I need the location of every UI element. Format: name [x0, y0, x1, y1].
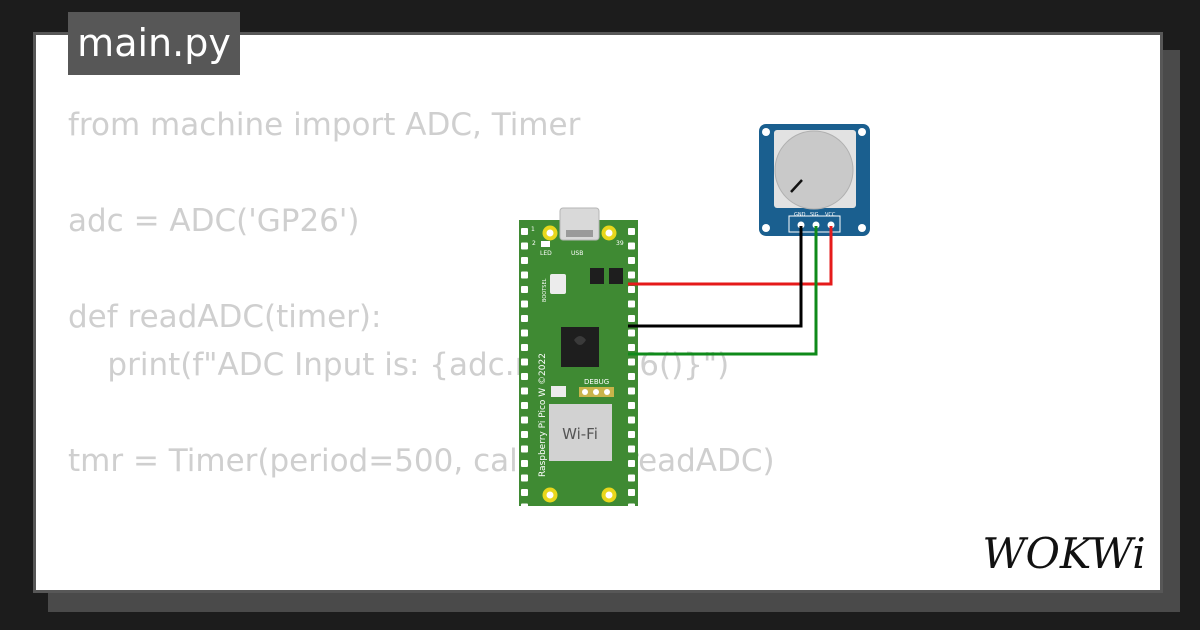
wire-sig-green[interactable]	[628, 226, 818, 356]
pin-right[interactable]	[628, 431, 635, 438]
pin-left[interactable]	[521, 416, 528, 424]
debug-pin	[593, 389, 599, 395]
pin-left[interactable]	[521, 460, 528, 467]
pin-left[interactable]	[521, 329, 528, 337]
vcc-pin	[827, 221, 835, 229]
pin-right[interactable]	[628, 228, 635, 235]
pin-left[interactable]	[521, 489, 528, 496]
pin-left[interactable]	[521, 286, 528, 293]
gnd-label: GND	[794, 212, 806, 218]
pin-left[interactable]	[521, 228, 528, 235]
bootsel-label: BOOTSEL	[542, 278, 548, 302]
pin-left[interactable]	[521, 402, 528, 409]
debug-label: DEBUG	[584, 378, 609, 386]
pin-left[interactable]	[521, 387, 528, 395]
pin-right[interactable]	[628, 300, 635, 308]
pin-left[interactable]	[521, 242, 528, 250]
pin-right[interactable]	[628, 474, 635, 482]
pin-left[interactable]	[521, 300, 528, 308]
flash-chip	[590, 268, 604, 284]
pin-left[interactable]	[521, 257, 528, 264]
pin-left[interactable]	[521, 373, 528, 380]
wire-gnd-black[interactable]	[628, 226, 803, 328]
code-line-5: def readADC(timer):	[68, 299, 382, 335]
board-name-label: Raspberry Pi Pico W ©2022	[538, 353, 548, 477]
pin-left[interactable]	[521, 358, 528, 366]
sig-pin	[812, 221, 820, 229]
wokwi-logo-text: WOKWi	[982, 529, 1145, 576]
knob-pointer	[790, 179, 803, 193]
pin-left[interactable]	[521, 474, 528, 482]
pin-right[interactable]	[628, 460, 635, 467]
led	[541, 241, 550, 247]
pin-right[interactable]	[628, 344, 635, 351]
pin-header-left	[521, 228, 528, 511]
pin-right[interactable]	[628, 271, 635, 279]
code-line-1: from machine import ADC, Timer	[68, 107, 581, 143]
rp2040-chip	[561, 327, 599, 367]
mounting-hole-center	[605, 491, 613, 499]
pin-right[interactable]	[628, 329, 635, 337]
pin-right[interactable]	[628, 489, 635, 496]
pin-right[interactable]	[628, 387, 635, 395]
usb-label: USB	[571, 250, 583, 257]
pot-mount-hole	[858, 224, 866, 232]
pot-mount-hole	[762, 128, 770, 136]
pin-right[interactable]	[628, 257, 635, 264]
pin-left[interactable]	[521, 271, 528, 279]
pin-left[interactable]	[521, 431, 528, 438]
debug-pin	[604, 389, 610, 395]
pin-1-label: 1	[531, 226, 535, 233]
pin-right[interactable]	[628, 358, 635, 366]
pot-mount-hole	[762, 224, 770, 232]
gnd-pin	[797, 221, 805, 229]
usb-port	[566, 230, 593, 237]
pin-39-label: 39	[616, 240, 624, 247]
pin-left[interactable]	[521, 445, 528, 453]
potentiometer-knob[interactable]	[774, 130, 854, 210]
regulator-chip	[609, 268, 623, 284]
raspberry-logo-icon	[574, 336, 586, 345]
wokwi-logo[interactable]: WOKWi	[978, 528, 1150, 576]
pin-left[interactable]	[521, 315, 528, 322]
pin-right[interactable]	[628, 242, 635, 250]
wifi-module	[549, 404, 612, 461]
pin-2-label: 2	[532, 240, 536, 247]
wifi-label: Wi-Fi	[562, 425, 598, 443]
vcc-label: VCC	[825, 212, 836, 218]
pin-right[interactable]	[628, 373, 635, 380]
pin-right[interactable]	[628, 503, 635, 511]
pin-header-right	[628, 228, 635, 511]
pin-right[interactable]	[628, 286, 635, 293]
pin-left[interactable]	[521, 344, 528, 351]
file-tab-main-py[interactable]: main.py	[68, 12, 240, 75]
pin-right[interactable]	[628, 416, 635, 424]
potentiometer[interactable]: GND SIG VCC	[759, 124, 870, 236]
pin-right[interactable]	[628, 315, 635, 322]
debug-pin	[582, 389, 588, 395]
sig-label: SIG	[810, 212, 819, 218]
pin-right[interactable]	[628, 402, 635, 409]
debug-connector-box	[551, 386, 566, 397]
bootsel-button[interactable]	[550, 274, 566, 294]
pot-mount-hole	[858, 128, 866, 136]
mounting-hole-center	[546, 491, 554, 499]
pin-right[interactable]	[628, 445, 635, 453]
wire-vcc-red[interactable]	[628, 226, 833, 286]
code-line-3: adc = ADC('GP26')	[68, 203, 360, 239]
pin-left[interactable]	[521, 503, 528, 511]
mounting-hole-center	[546, 229, 554, 237]
mounting-hole-center	[605, 229, 613, 237]
raspberry-pi-pico-w-board[interactable]: LED USB 1 2 39 BOOTSEL DEBUG Wi-Fi	[519, 207, 638, 511]
led-label: LED	[540, 250, 552, 257]
